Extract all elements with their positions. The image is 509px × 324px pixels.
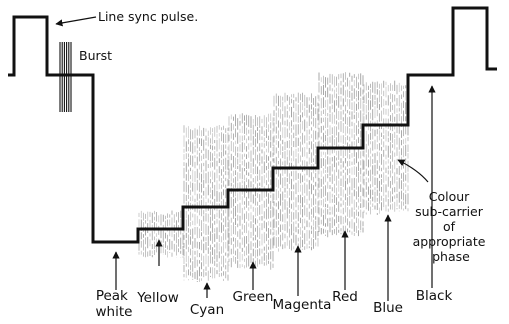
subcarrier-hatching	[138, 72, 409, 282]
label-blue: Blue	[373, 300, 403, 316]
label-red: Red	[332, 289, 358, 305]
line-sync-pulse-label: Line sync pulse.	[98, 9, 198, 24]
label-yellow: Yellow	[136, 290, 179, 306]
label-peak-white: Peak white	[96, 288, 133, 320]
label-peak-white-line-2: white	[96, 304, 133, 320]
colour-burst	[59, 42, 72, 112]
subcarrier-label-line-4: appropriate	[413, 234, 486, 249]
label-magenta: Magenta	[273, 297, 332, 313]
burst-label: Burst	[79, 48, 112, 63]
colour-subcarrier-label: Colour sub-carrier of appropriate phase	[413, 189, 490, 264]
subcarrier-pointer	[397, 159, 429, 183]
label-black: Black	[416, 288, 453, 304]
label-cyan: Cyan	[190, 302, 224, 318]
subcarrier-label-line-2: sub-carrier	[415, 204, 484, 219]
subcarrier-label-line-3: of	[443, 219, 456, 234]
sync-pulse-pointer	[55, 16, 97, 27]
label-peak-white-line-1: Peak	[96, 288, 128, 304]
luminance-waveform	[8, 6, 497, 244]
label-green: Green	[233, 289, 274, 305]
subcarrier-label-line-1: Colour	[429, 189, 470, 204]
subcarrier-label-line-5: phase	[432, 249, 470, 264]
